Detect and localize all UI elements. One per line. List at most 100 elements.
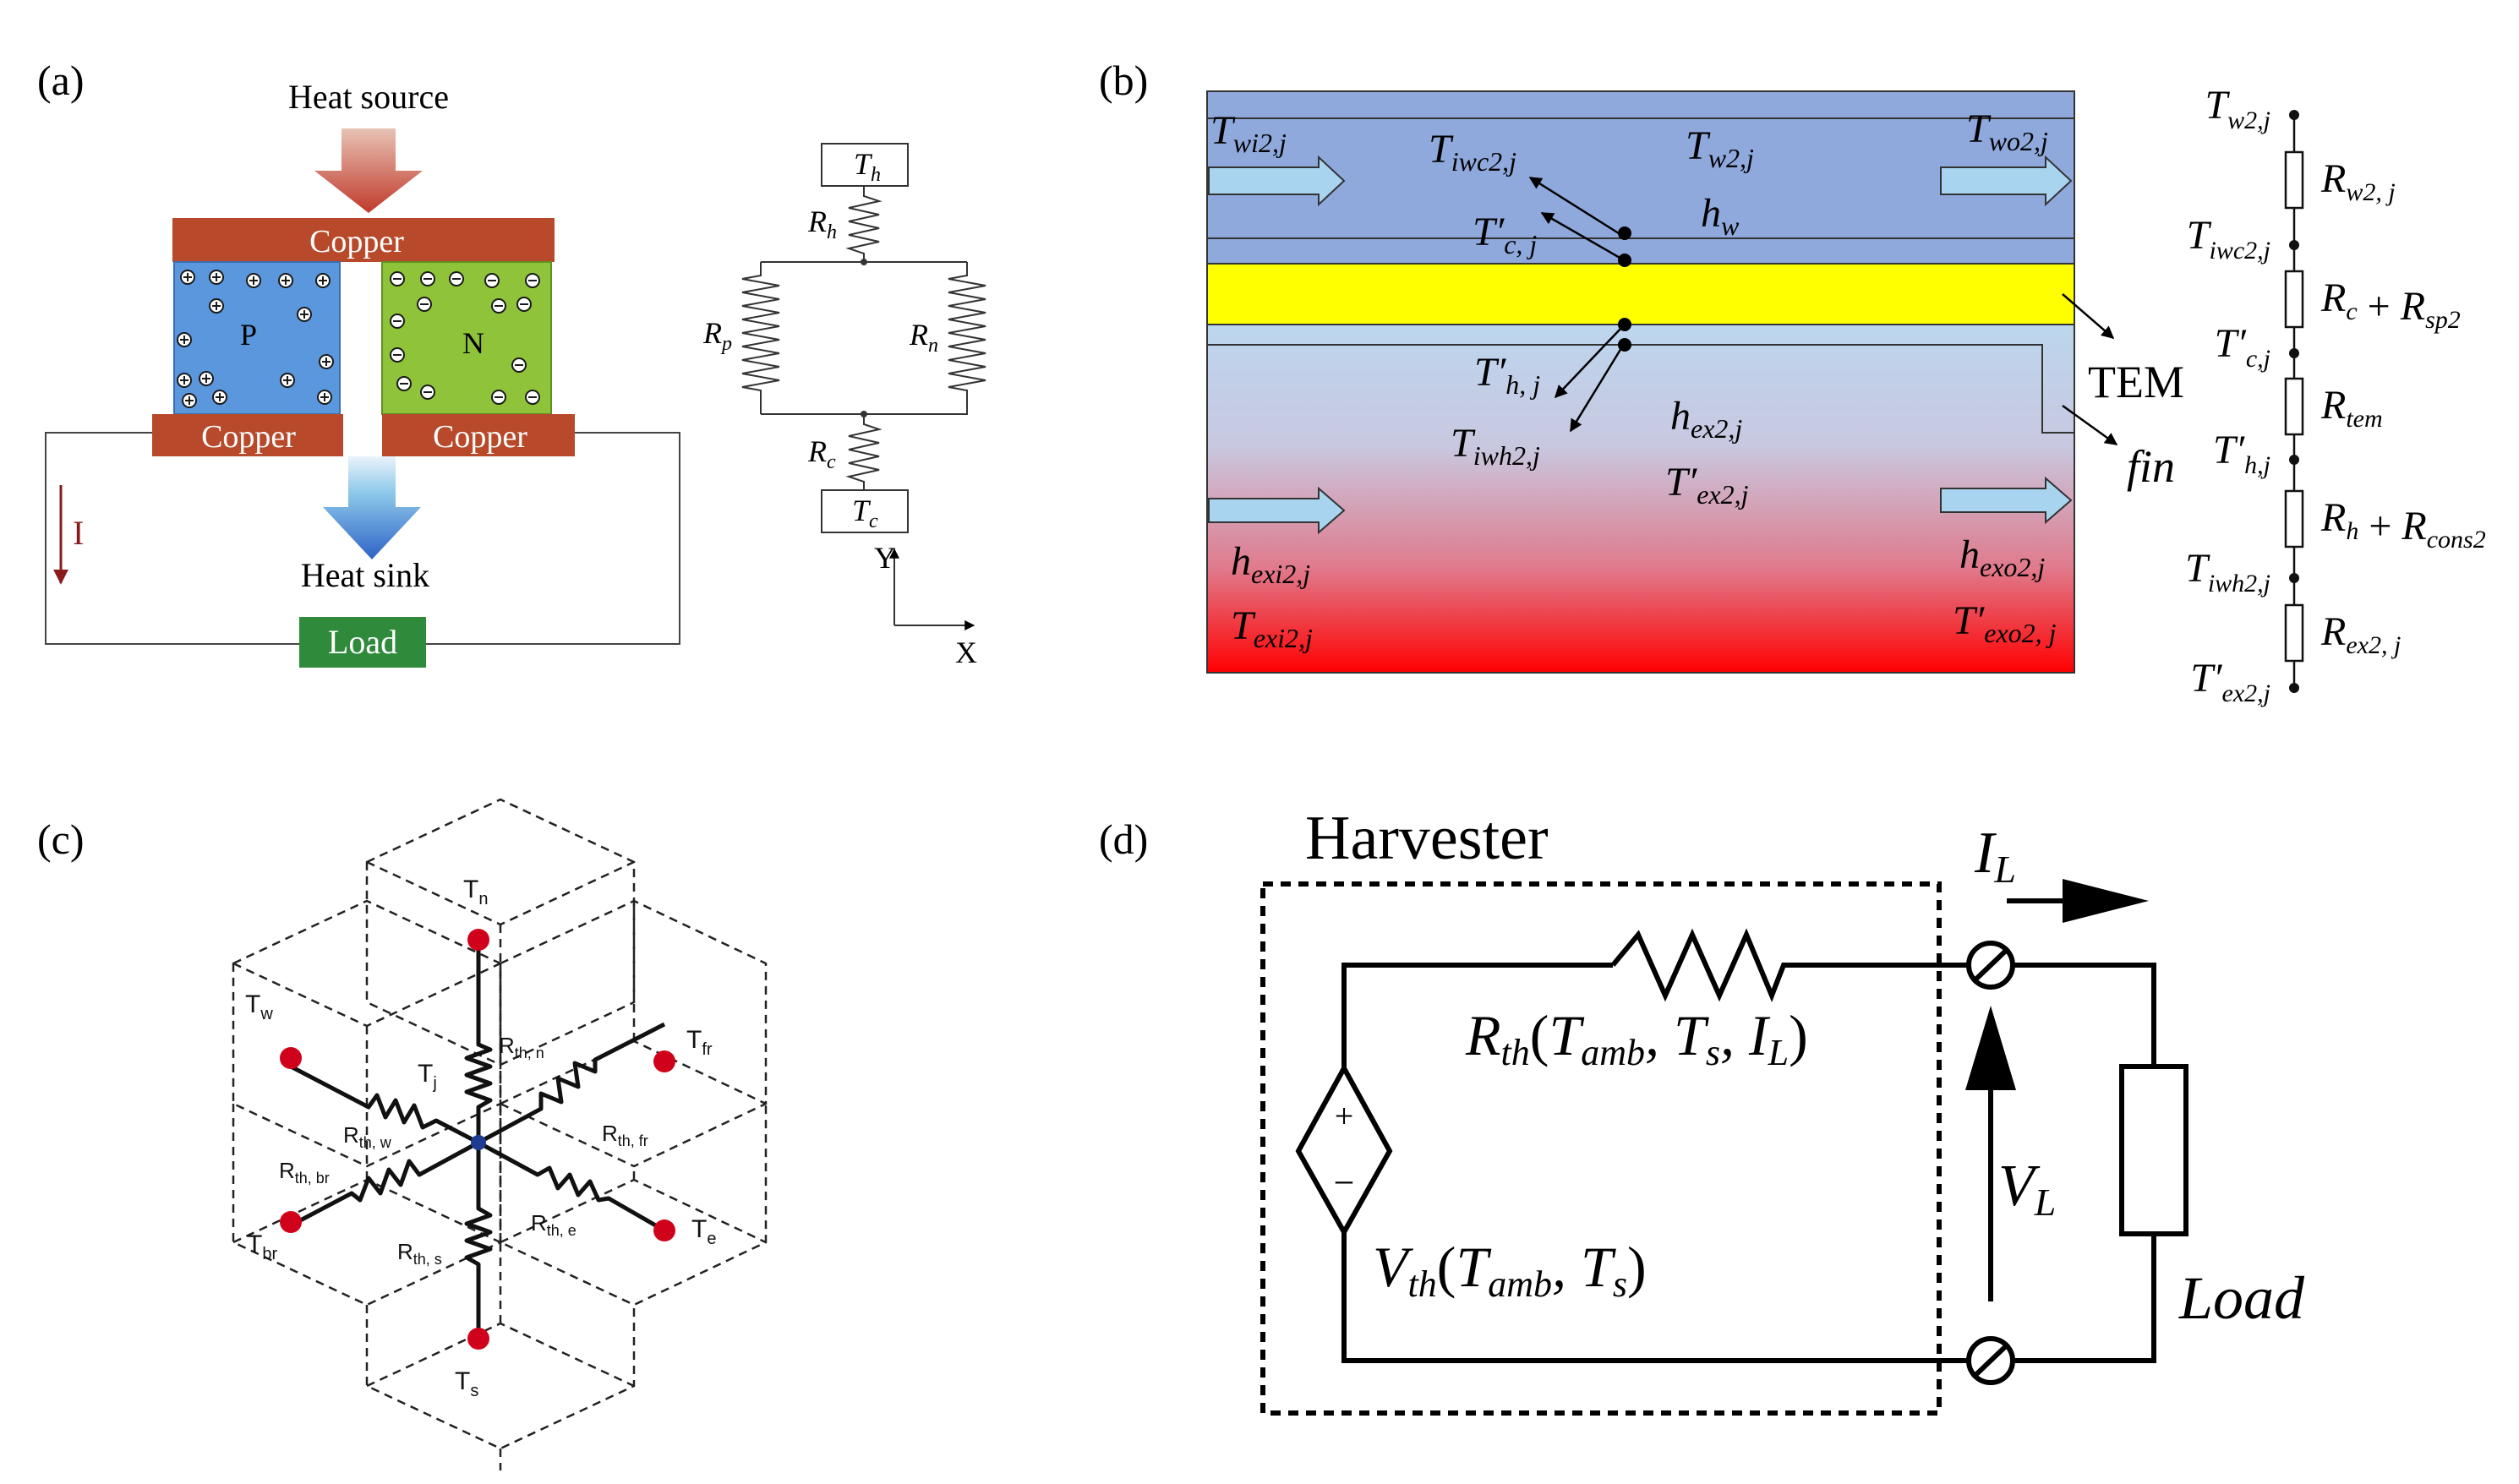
exhaust-outlet-arrow <box>1940 476 2073 525</box>
y-axis-label: Y <box>874 541 896 575</box>
n-type-label: N <box>462 326 484 360</box>
hexo-label: hexo2,j <box>1959 532 2045 582</box>
vth-expression: Vth(Tamb, Ts) <box>1373 1235 1647 1305</box>
terminal-bottom <box>1966 1336 2015 1385</box>
tfr-label: Tfr <box>686 1026 713 1059</box>
th-box-label: Th <box>854 147 881 186</box>
tex-prime-label: T′ex2,j <box>1665 460 1749 510</box>
p-type-plus-signs <box>180 273 331 405</box>
rth-n-label: Rth, n <box>499 1033 544 1061</box>
il-label: IL <box>1974 821 2016 891</box>
node-top <box>861 259 867 265</box>
network-resistor-label: Rw2, j <box>2320 156 2396 206</box>
rp-label: Rp <box>702 316 732 355</box>
rth-e-label: Rth, e <box>531 1210 576 1239</box>
panel-d-label: (d) <box>1099 816 1148 863</box>
panel-a-thermal-circuit <box>741 143 986 533</box>
resistor-arms <box>289 943 666 1339</box>
flow-arrows <box>1208 155 2073 535</box>
hexi-label: hexi2,j <box>1231 539 1310 589</box>
harvester-label: Harvester <box>1305 804 1549 873</box>
rth-s-label: Rth, s <box>397 1239 442 1268</box>
vl-arrow-head <box>1965 1006 2016 1090</box>
panel-b-label: (b) <box>1099 57 1148 104</box>
tem-layer <box>1207 264 2074 325</box>
circuit-wire-right <box>426 432 680 645</box>
tn-label: Tn <box>463 876 488 908</box>
current-label: I <box>73 514 84 552</box>
ts-label: Ts <box>455 1367 478 1400</box>
heat-source-arrow <box>314 128 423 213</box>
tw2-label: Tw2,j <box>1686 123 1754 173</box>
node-bottom <box>861 411 867 417</box>
load-resistor <box>2119 1064 2188 1236</box>
source-minus-sign: − <box>1334 1162 1355 1203</box>
load-box <box>299 617 426 668</box>
tj-label: Tj <box>418 1060 437 1093</box>
network-node-label: T′h,j <box>2213 428 2270 479</box>
te-label: Te <box>691 1215 716 1248</box>
x-axis-label: X <box>955 636 977 669</box>
load-text: Load <box>2178 1264 2305 1332</box>
pointer-lines <box>1528 176 2118 446</box>
network-node <box>2289 683 2299 693</box>
network-resistor-label: Rh + Rcons2 <box>2320 495 2486 554</box>
network-resistor <box>2284 270 2304 329</box>
panel-a: (a) Heat source Copper P N <box>37 57 986 669</box>
center-node <box>471 1135 486 1150</box>
network-resistor <box>2284 603 2304 663</box>
network-resistor-label: Rex2, j <box>2320 609 2401 659</box>
network-resistor <box>2284 150 2304 210</box>
copper-top-plate <box>172 218 555 262</box>
network-resistor <box>2284 377 2304 436</box>
panel-b-frame <box>1206 90 2075 674</box>
tw-label: Tw <box>245 990 273 1023</box>
hex-grid <box>232 798 768 1470</box>
panel-b: (b) Twi2,j Tiwc2,j <box>1099 57 2486 707</box>
n-type-minus-signs <box>393 278 537 398</box>
texi-label: Texi2,j <box>1231 603 1313 653</box>
network-node-label: Tiwh2,j <box>2185 546 2270 597</box>
copper-bottom-left <box>152 414 343 456</box>
fin-label: fin <box>2127 441 2175 492</box>
panel-a-label: (a) <box>37 57 85 104</box>
two-label: Two2,j <box>1966 106 2048 156</box>
water-inlet-arrow <box>1208 155 1346 207</box>
panel-d: (d) Harvester + − IL VL Rth(Tamb, Ts, IL… <box>1099 804 2305 1416</box>
th-prime-label: T′h, j <box>1474 350 1540 400</box>
network-node <box>2289 455 2299 465</box>
network-node <box>2289 348 2299 358</box>
hw-label: hw <box>1701 191 1740 241</box>
rh-resistor <box>845 186 882 262</box>
il-arrow-head <box>2063 879 2149 923</box>
panel-c-label: (c) <box>37 816 85 863</box>
exhaust-inlet-arrow <box>1208 486 1346 535</box>
network-node-label: T′c,j <box>2215 321 2270 373</box>
exhaust-channel <box>1207 325 2074 673</box>
network-node <box>2289 110 2299 120</box>
network-node-label: Tw2,j <box>2205 83 2270 134</box>
tc-box <box>821 489 909 533</box>
panel-c: (c) <box>37 798 768 1470</box>
network-resistor-label: Rtem <box>2320 383 2383 433</box>
harvester-boundary <box>1260 881 1942 1416</box>
network-node-label: Tiwc2,j <box>2187 213 2270 265</box>
network-node-label: T′ex2,j <box>2190 656 2270 707</box>
hex-label: hex2,j <box>1670 394 1742 444</box>
water-outlet-arrow <box>1940 155 2073 207</box>
circuit-wires <box>1341 928 2156 1363</box>
heat-sink-arrow <box>323 456 421 559</box>
circuit-wire-left <box>45 432 299 645</box>
rn-label: Rn <box>909 318 938 357</box>
tbr-label: Tbr <box>247 1230 277 1263</box>
tc-box-label: Tc <box>852 494 878 532</box>
tiwh-label: Tiwh2,j <box>1451 421 1540 471</box>
water-channel <box>1207 91 2074 264</box>
heat-sink-label: Heat sink <box>301 556 429 594</box>
source-plus-sign: + <box>1335 1097 1354 1135</box>
rc-resistor <box>845 414 882 490</box>
network-node <box>2289 240 2299 250</box>
n-type-leg <box>381 261 552 415</box>
